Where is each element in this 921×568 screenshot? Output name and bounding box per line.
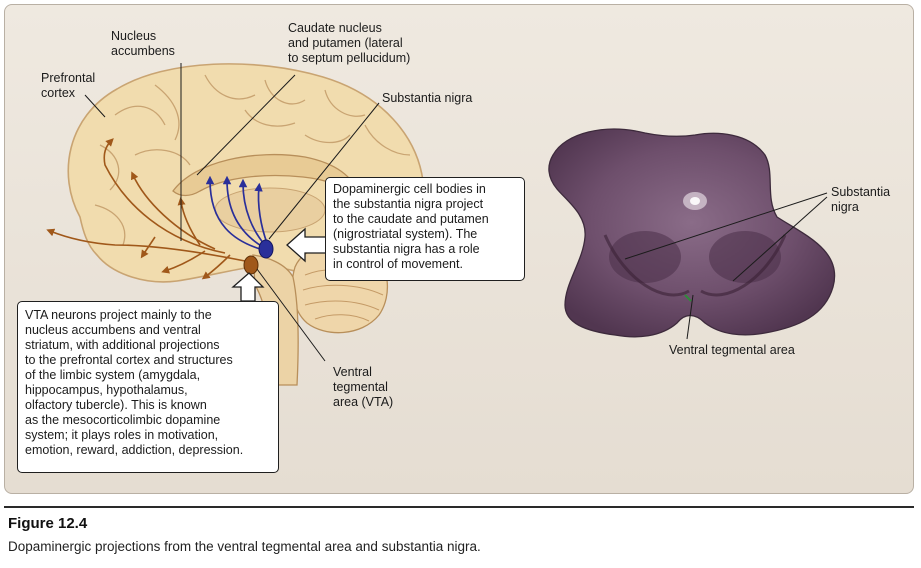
- caption-divider: [4, 506, 914, 508]
- label-vta-right: Ventral tegmental area: [669, 343, 795, 357]
- mesocorticolimbic-pathways: [46, 138, 246, 280]
- nigrostriatal-pathways: [205, 175, 268, 250]
- label-substantia-nigra-top: Substantia nigra: [382, 91, 473, 105]
- midbrain-cross-section: [548, 128, 836, 338]
- callout-mesocorticolimbic: VTA neurons project mainly to the nucleu…: [17, 301, 279, 473]
- vta-nucleus: [243, 255, 259, 275]
- leader-lines-left: [84, 63, 380, 362]
- callout-pointer-nigra: [286, 227, 328, 263]
- callout-pointer-vta: [231, 272, 265, 302]
- callout-nigrostriatal: Dopaminergic cell bodies in the substant…: [325, 177, 525, 281]
- substantia-nigra-nucleus: [258, 239, 274, 259]
- figure-label: Figure 12.4: [8, 515, 88, 532]
- figure-caption: Dopaminergic projections from the ventra…: [8, 539, 481, 554]
- leader-lines-right: [624, 192, 828, 340]
